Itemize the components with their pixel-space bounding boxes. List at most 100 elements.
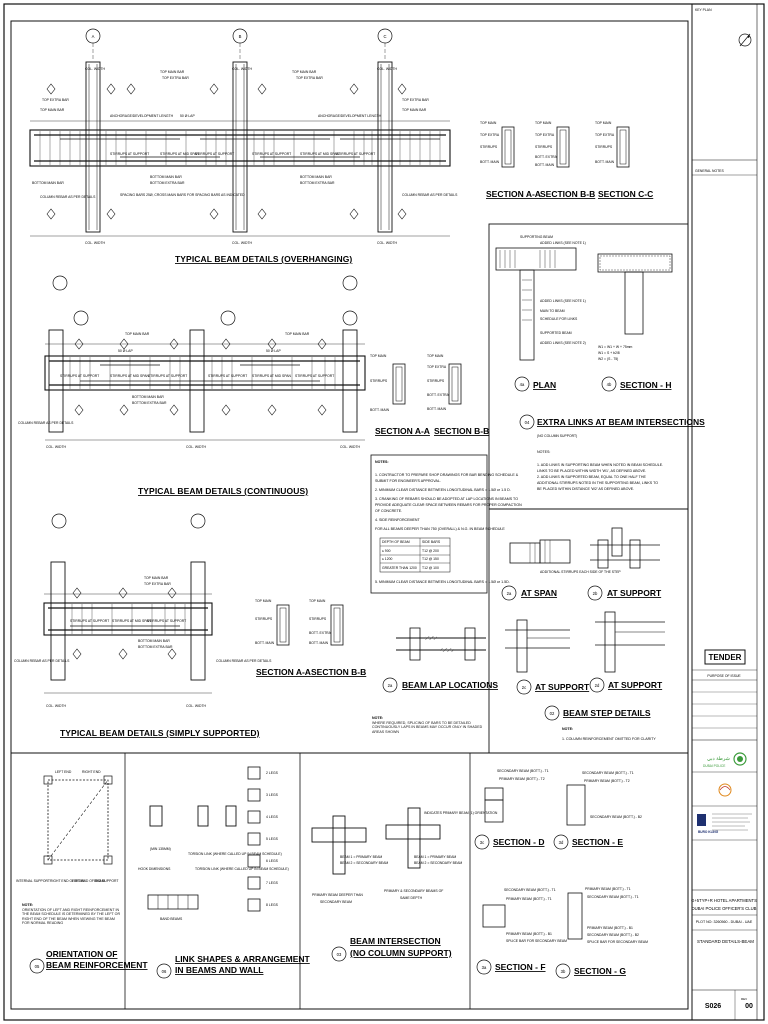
sec-label: TOP EXTRA <box>427 365 447 369</box>
section-b-b-title: SECTION B-B <box>540 189 595 199</box>
sec-e-title: SECTION - E <box>572 837 623 847</box>
leg-label: 4 LEGS <box>266 815 279 819</box>
lap-num: 2a <box>388 683 393 688</box>
top-frame <box>10 20 689 754</box>
link-shapes-detail: (MIN 135MM) HOOK DIMENSIONS TORSION LINK… <box>138 766 311 979</box>
note-line: 1. CONTRACTOR TO PREPARE SHOP DRAWINGS F… <box>375 473 519 477</box>
label-dev-length: ANCHORAGE/DEVELOPMENT LENGTH <box>318 114 382 118</box>
orient-label: INTERNAL SUPPORT <box>16 879 50 883</box>
sec-label: STIRRUPS <box>427 379 445 383</box>
project-line-1: G+5TYP+R HOTEL APARTMENTS <box>691 898 757 903</box>
table-cell: GREATER THAN 1200 <box>382 566 417 570</box>
grid-label: A <box>92 34 95 39</box>
sec-label: TOP MAIN <box>595 121 612 125</box>
label-stirrups-support: STIRRUPS AT SUPPORT <box>252 152 291 156</box>
label-column-rebar: COLUMN REBAR AS PER DETAILS <box>40 195 96 199</box>
extra-links-subtitle: (NO COLUMN SUPPORT) <box>537 434 577 438</box>
sec-label: BOTT. EXTRA <box>309 631 332 635</box>
plan-label: MAIN TO BEAM <box>540 309 565 313</box>
label-bottom-main: BOTTOM MAIN BAR <box>32 181 64 185</box>
label-top-main: TOP MAIN BAR <box>402 108 427 112</box>
label-top-main: TOP MAIN BAR <box>160 70 185 74</box>
section-c-c-title: SECTION C-C <box>598 189 653 199</box>
sec-label: STIRRUPS <box>595 145 613 149</box>
step-a-title: AT SPAN <box>521 588 557 598</box>
sec-label: BOTT. MAIN <box>255 641 275 645</box>
side-bars-table: DEPTH OF BEAM SIDE BARS ≤ 900 T12 @ 200 … <box>379 537 451 573</box>
sec-g-label: SECONDARY BEAM (BOTT.) - B2 <box>587 933 639 937</box>
grid-label: C <box>383 34 386 39</box>
table-cell: ≤ 900 <box>382 549 391 553</box>
overhanging-beam-detail: A B C <box>29 28 458 264</box>
sec-g-num: 3b <box>561 969 566 974</box>
sec-f-num: 3a <box>482 965 487 970</box>
client-arabic-text: شرطة دبي <box>707 756 730 762</box>
sec-f-label: SPLICE BAR FOR SECONDARY BEAM <box>506 939 567 943</box>
label-dev-length: ANCHORAGE/DEVELOPMENT LENGTH <box>110 114 174 118</box>
beam-step-details: ADDITIONAL STIRRUPS EACH SIDE OF THE STE… <box>488 508 689 754</box>
sec-d-title: SECTION - D <box>493 837 544 847</box>
label-column-rebar: COLUMN REBAR AS PER DETAILS <box>216 659 272 663</box>
intersect-caption: SECONDARY BEAM <box>320 900 352 904</box>
label-column-rebar: COLUMN REBAR AS PER DETAILS <box>402 193 458 197</box>
label-stirrups-support: STIRRUPS AT SUPPORT <box>195 152 234 156</box>
intersect-label: INDICATES PRIMARY BEAM (1) ORIENTATION <box>424 811 498 815</box>
label-bottom-extra: BOTTOM EXTRA BAR <box>132 401 167 405</box>
intersect-label: BEAM 1 = PRIMARY BEAM <box>414 855 456 859</box>
general-notes-label: GENERAL NOTES <box>695 169 724 173</box>
title-block: KEY PLAN GENERAL NOTES TENDER PURPOSE OF… <box>691 8 757 1020</box>
beam-intersection-detail: BEAM 1 = PRIMARY BEAM BEAM 2 = SECONDARY… <box>311 807 498 962</box>
extra-links-detail: SUPPORTING BEAM ADDED LINKS (SEE NOTE 1)… <box>488 223 705 510</box>
label-col-width: COL. WIDTH <box>85 241 106 245</box>
leg-label: 8 LEGS <box>266 903 279 907</box>
leg-label: 2 LEGS <box>266 771 279 775</box>
extra-links-notes-label: NOTES: <box>537 450 550 454</box>
step-detail-num: 02 <box>550 711 555 716</box>
label-bottom-extra: BOTTOM EXTRA BAR <box>150 181 185 185</box>
label-top-extra: TOP EXTRA BAR <box>144 582 171 586</box>
sections-d-to-g: SECONDARY BEAM (BOTT.) - T1 PRIMARY BEAM… <box>474 769 648 979</box>
north-arrow-icon <box>738 33 752 47</box>
label-bottom-main: BOTTOM MAIN BAR <box>300 175 332 179</box>
label-stirrups-support: STIRRUPS AT SUPPORT <box>70 619 109 623</box>
label-top-main: TOP MAIN BAR <box>40 108 65 112</box>
sec-g-label: PRIMARY BEAM (BOTT.) - T1 <box>585 887 631 891</box>
outer-frame <box>3 3 765 1021</box>
sec-e-num: 3d <box>559 840 564 845</box>
label-stirrups-support: STIRRUPS AT SUPPORT <box>148 374 187 378</box>
drawing-title: STANDARD DETAILS-BEAM <box>697 939 754 944</box>
link-label: TORSION LINK (WHERE CALLED UP IN BEAM SC… <box>188 852 282 856</box>
section-h-num: 4b <box>607 382 612 387</box>
key-plan-label: KEY PLAN <box>695 8 712 12</box>
plan-label: ADDED LINKS (SEE NOTE 1) <box>540 241 586 245</box>
orient-note: ORIENTATION OF LEFT AND RIGHT REINFORCEM… <box>22 908 121 926</box>
link-label: BAND BEAMS <box>160 917 183 921</box>
section-a-a-title: SECTION A-A <box>486 189 541 199</box>
intersect-label: BEAM 2 = SECONDARY BEAM <box>340 861 388 865</box>
step-c-num: 2c <box>522 685 526 690</box>
intersect-title-1: BEAM INTERSECTION <box>350 936 441 946</box>
label-top-main: TOP MAIN BAR <box>285 332 310 336</box>
link-legs-icons <box>247 766 261 912</box>
drawing-number: S026 <box>705 1003 721 1010</box>
table-cell: T12 @ 100 <box>422 566 439 570</box>
label-top-extra: TOP EXTRA BAR <box>296 76 323 80</box>
step-d-num: 2d <box>595 683 600 688</box>
tender-stamp: TENDER <box>709 653 742 662</box>
leg-label: 3 LEGS <box>266 793 279 797</box>
sec-label: TOP MAIN <box>309 599 326 603</box>
label-top-extra: TOP EXTRA BAR <box>42 98 69 102</box>
intersect-label: BEAM 2 = SECONDARY BEAM <box>414 861 462 865</box>
intersect-title-2: (NO COLUMN SUPPORT) <box>350 948 452 958</box>
label-top-main: TOP MAIN BAR <box>125 332 150 336</box>
label-col-width: COL. WIDTH <box>46 445 67 449</box>
section-b-b-title: SECTION B-B <box>434 426 489 436</box>
plan-label: ADDED LINKS (SEE NOTE 1) <box>540 299 586 303</box>
continuous-beam-detail: TOP MAIN BAR TOP MAIN BAR 50 Ø LAP 50 Ø … <box>18 275 366 496</box>
sec-d-label: PRIMARY BEAM (BOTT.) - T2 <box>499 777 545 781</box>
step-b-title: AT SUPPORT <box>607 588 662 598</box>
link-label: (MIN 135MM) <box>150 847 171 851</box>
rev-label: REV <box>741 997 747 1001</box>
sec-label: STIRRUPS <box>480 145 498 149</box>
